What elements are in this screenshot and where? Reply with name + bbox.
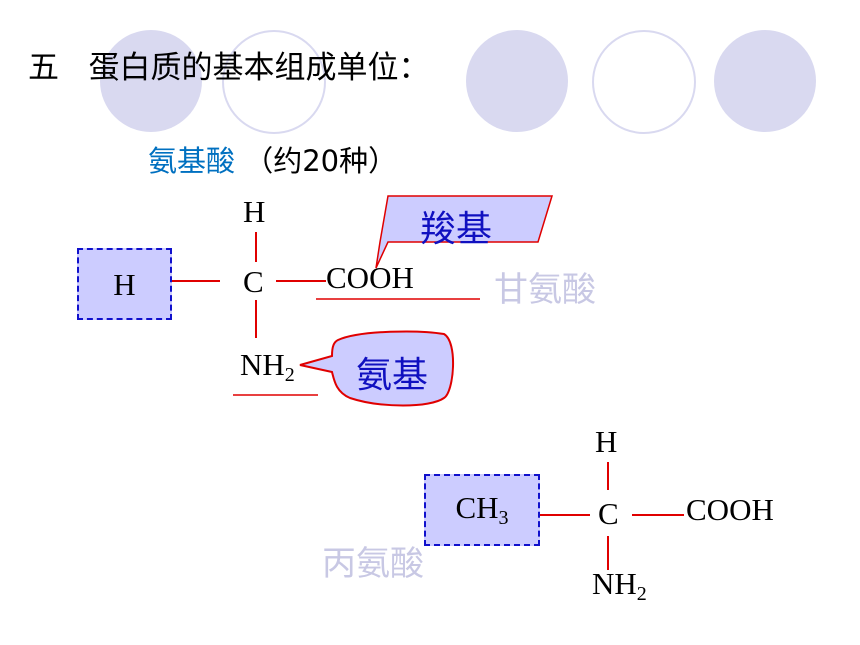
amino-callout-shape: [299, 330, 455, 407]
ala-r-group: CH3: [455, 492, 508, 528]
gly-h-top: H: [243, 194, 266, 229]
carboxyl-callout-label: 羧基: [420, 209, 493, 250]
ala-h-top: H: [595, 424, 618, 459]
carboxyl-callout-shape: [375, 195, 554, 269]
decor-circle-1: [100, 30, 202, 132]
gly-alpha-carbon: C: [243, 264, 264, 299]
ala-r-group-box: CH3: [424, 474, 540, 546]
decor-circle-2: [222, 30, 326, 134]
ala-r-group-base: CH: [455, 490, 499, 525]
count-note: （约20种）: [244, 144, 398, 178]
term-amino-acid: 氨基酸: [148, 144, 236, 178]
gly-r-group: H: [113, 266, 136, 302]
gly-r-group-box: H: [77, 248, 172, 320]
gly-amino: NH2: [240, 349, 295, 385]
ala-alpha-carbon: C: [598, 496, 619, 531]
ala-amino: NH2: [592, 568, 647, 604]
slide-title: 五 蛋白质的基本组成单位：: [28, 42, 430, 87]
gly-carboxyl: COOH: [326, 260, 414, 295]
gly-name: 甘氨酸: [494, 270, 596, 310]
gly-amino-base: NH: [240, 347, 285, 382]
ala-r-group-sub: 3: [498, 507, 509, 529]
section-heading: 蛋白质的基本组成单位：: [88, 50, 430, 86]
gly-amino-sub: 2: [284, 364, 295, 386]
ala-carboxyl: COOH: [686, 492, 774, 527]
decor-circle-5: [714, 30, 816, 132]
section-number: 五: [28, 50, 59, 86]
ala-amino-sub: 2: [636, 583, 647, 605]
slide-subtitle: 氨基酸 （约20种）: [148, 138, 397, 180]
decor-circle-3: [466, 30, 568, 132]
decor-circle-4: [592, 30, 696, 134]
ala-amino-base: NH: [592, 566, 637, 601]
ala-name: 丙氨酸: [322, 544, 424, 584]
amino-callout-label: 氨基: [356, 355, 429, 396]
